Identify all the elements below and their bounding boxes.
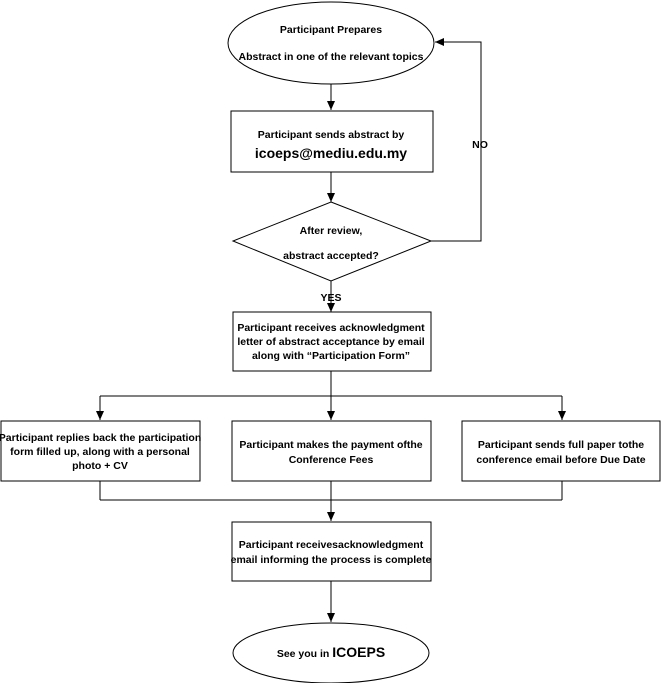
arrow-no-loop	[431, 38, 482, 242]
payment-node: Participant makes the payment ofthe Conf…	[231, 420, 432, 482]
start-text-line2: Abstract in one of the relevant topics	[239, 51, 424, 63]
complete-text-line2: email informing the process is complete	[231, 554, 432, 566]
ack-text-line1: Participant receives acknowledgment	[237, 322, 425, 334]
send-abstract-text: Participant sends abstract by	[258, 129, 405, 141]
complete-text-line1: Participant receivesacknowledgment	[239, 539, 424, 551]
acknowledgment-node: Participant receives acknowledgment lett…	[232, 311, 432, 372]
end-text: See you in ICOEPS	[277, 644, 385, 660]
ack-text-line3: along with “Participation Form”	[252, 350, 410, 362]
connectors	[96, 38, 566, 622]
no-label: NO	[472, 139, 488, 151]
full-paper-node: Participant sends full paper tothe confe…	[461, 420, 661, 482]
reply-text-line1: Participant replies back the participati…	[0, 432, 201, 444]
full-paper-text-line1: Participant sends full paper tothe	[478, 439, 644, 451]
payment-text-line2: Conference Fees	[289, 454, 374, 466]
review-decision-node: After review, abstract accepted?	[231, 201, 433, 282]
end-text-brand: ICOEPS	[332, 644, 385, 660]
complete-node: Participant receivesacknowledgment email…	[231, 521, 432, 582]
send-abstract-email: icoeps@mediu.edu.my	[255, 145, 407, 161]
full-paper-text-line2: conference email before Due Date	[476, 454, 645, 466]
end-node: See you in ICOEPS	[232, 622, 430, 683]
start-text-line1: Participant Prepares	[280, 24, 382, 36]
reply-text-line2: form filled up, along with a personal	[10, 446, 190, 458]
ack-text-line2: letter of abstract acceptance by email	[237, 336, 424, 348]
send-abstract-node: Participant sends abstract by icoeps@med…	[230, 110, 434, 173]
reply-form-node: Participant replies back the participati…	[0, 420, 201, 482]
payment-text-line1: Participant makes the payment ofthe	[239, 439, 422, 451]
review-text-line1: After review,	[300, 225, 363, 237]
start-node: Participant Prepares Abstract in one of …	[227, 1, 435, 85]
end-text-prefix: See you in	[277, 648, 332, 660]
review-text-line2: abstract accepted?	[283, 250, 379, 262]
yes-label: YES	[320, 292, 341, 304]
reply-text-line3: photo + CV	[72, 460, 128, 472]
